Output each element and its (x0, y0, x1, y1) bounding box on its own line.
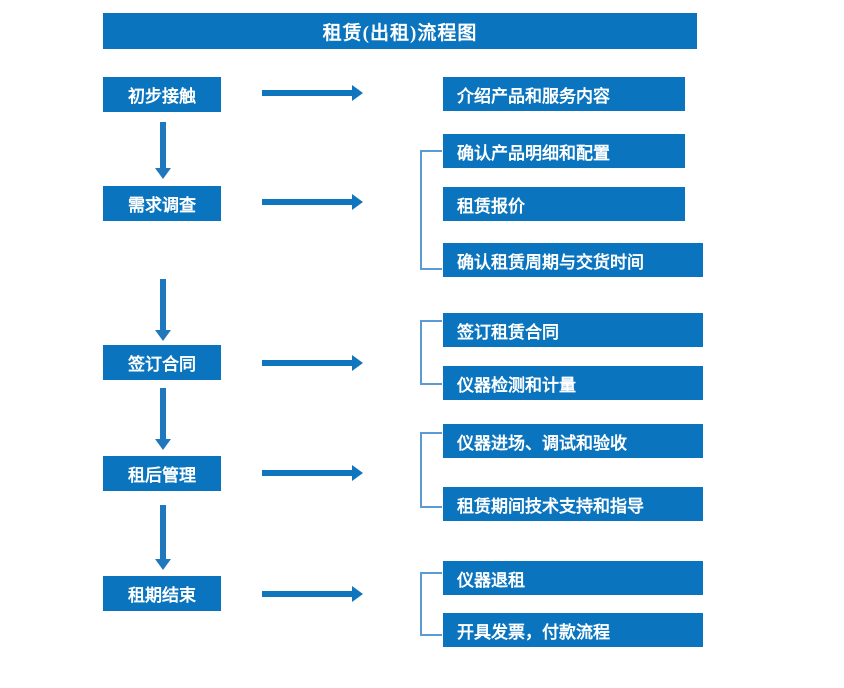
stage-node-1-label: 初步接触 (128, 87, 196, 106)
stage-node-4[interactable]: 租后管理 (103, 456, 221, 491)
horizontal-arrow-icon-1 (262, 83, 363, 103)
output-node-2-1-label: 确认产品明细和配置 (457, 143, 610, 163)
horizontal-arrow-icon-2 (262, 192, 363, 212)
output-node-4-2[interactable]: 租赁期间技术支持和指导 (443, 487, 703, 521)
group-bracket-4 (420, 432, 442, 508)
vertical-arrow-icon-1 (153, 122, 173, 179)
output-node-1-1[interactable]: 介绍产品和服务内容 (443, 77, 685, 111)
vertical-arrow-icon-2 (153, 279, 173, 341)
output-node-3-1-label: 签订租赁合同 (457, 322, 559, 342)
output-node-5-1-label: 仪器退租 (457, 570, 525, 590)
output-node-1-1-label: 介绍产品和服务内容 (457, 86, 610, 106)
stage-node-5[interactable]: 租期结束 (103, 576, 221, 611)
group-bracket-2 (420, 150, 442, 270)
output-node-2-3-label: 确认租赁周期与交货时间 (457, 252, 644, 272)
output-node-2-3[interactable]: 确认租赁周期与交货时间 (443, 243, 703, 277)
stage-node-5-label: 租期结束 (128, 586, 196, 605)
output-node-5-2[interactable]: 开具发票，付款流程 (443, 613, 703, 647)
stage-node-4-label: 租后管理 (128, 466, 196, 485)
output-node-4-1[interactable]: 仪器进场、调试和验收 (443, 424, 703, 458)
output-node-3-1[interactable]: 签订租赁合同 (443, 313, 703, 347)
stage-node-2[interactable]: 需求调查 (103, 186, 221, 221)
stage-node-3-label: 签订合同 (128, 355, 196, 374)
group-bracket-3 (420, 320, 442, 385)
stage-node-1[interactable]: 初步接触 (103, 77, 221, 112)
output-node-2-2-label: 租赁报价 (457, 196, 525, 216)
horizontal-arrow-icon-5 (262, 584, 363, 604)
output-node-3-2[interactable]: 仪器检测和计量 (443, 366, 703, 400)
output-node-2-2[interactable]: 租赁报价 (443, 187, 685, 221)
group-bracket-5 (420, 572, 442, 636)
vertical-arrow-icon-4 (153, 505, 173, 570)
output-node-4-1-label: 仪器进场、调试和验收 (457, 433, 627, 453)
horizontal-arrow-icon-4 (262, 463, 363, 483)
output-node-3-2-label: 仪器检测和计量 (457, 375, 576, 395)
output-node-4-2-label: 租赁期间技术支持和指导 (457, 496, 644, 516)
stage-node-3[interactable]: 签订合同 (103, 345, 221, 380)
page-title: 租赁(出租)流程图 (103, 13, 697, 49)
output-node-2-1[interactable]: 确认产品明细和配置 (443, 134, 685, 168)
horizontal-arrow-icon-3 (262, 353, 363, 373)
vertical-arrow-icon-3 (153, 388, 173, 450)
output-node-5-2-label: 开具发票，付款流程 (457, 622, 610, 642)
output-node-5-1[interactable]: 仪器退租 (443, 561, 703, 595)
stage-node-2-label: 需求调查 (128, 196, 196, 215)
